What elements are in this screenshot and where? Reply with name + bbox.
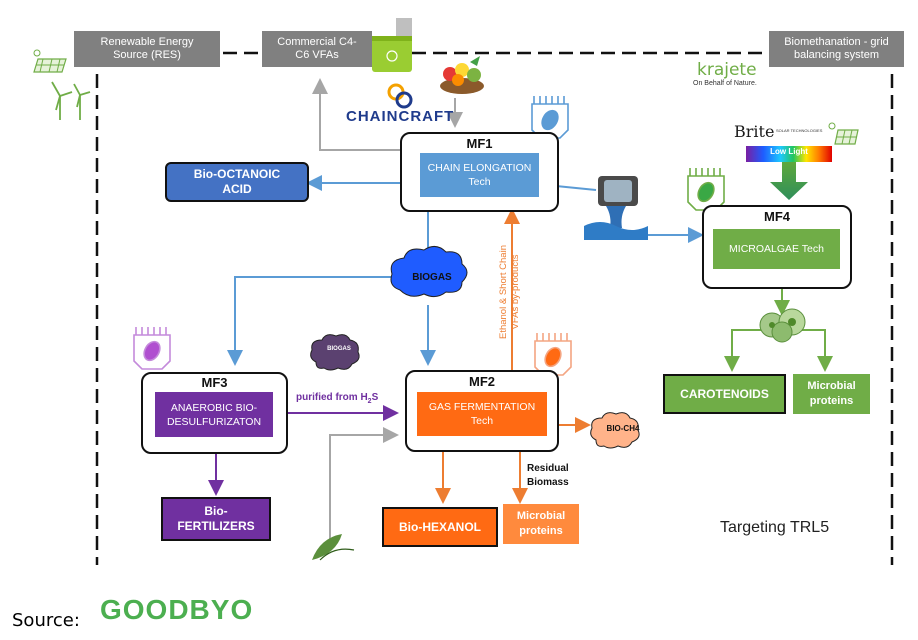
biogas-cloud-main (390, 246, 468, 298)
mf3-module: MF3 ANAEROBIC BIO- DESULFURIZATON (141, 372, 288, 454)
targeting-trl5-label: Targeting TRL5 (720, 519, 830, 536)
brite-sub: SOLAR TECHNOLOGIES (776, 128, 823, 133)
commercial-vfas-box: Commercial C4-C6 VFAs (262, 31, 372, 67)
purified-label: purified from H2S (296, 392, 378, 405)
mf1-tech-box: CHAIN ELONGATION Tech (420, 153, 539, 197)
bioreactor-icon-mf3 (133, 327, 171, 370)
mf1-tech-line1: CHAIN ELONGATION (427, 162, 532, 174)
purified-tail-text: S (371, 392, 379, 403)
mf4-module: MF4 MICROALGAE Tech (702, 205, 852, 289)
solar-panel-icon-right (828, 122, 859, 145)
bio-octanoic-line2: ACID (222, 182, 252, 196)
microbial-proteins-green-line2: proteins (809, 395, 854, 407)
mf2-tech-line2: Tech (470, 415, 494, 427)
renewable-energy-source-box: Renewable Energy Source (RES) (74, 31, 220, 67)
residual-line1: Residual (527, 463, 569, 474)
mf2-tech-line1: GAS FERMENTATION (428, 401, 536, 413)
mf2-module: MF2 GAS FERMENTATION Tech (405, 370, 559, 452)
chaincraft-logo-icon (387, 83, 413, 109)
krajete-logo: krajete (697, 60, 757, 80)
microalgae-icon (759, 308, 806, 343)
biogas-main-label: BIOGAS (412, 272, 452, 283)
storage-tank-icon (372, 18, 412, 72)
ethanol-line2: VFAs by-products (510, 254, 521, 330)
bio-hexanol-box: Bio-HEXANOL (382, 507, 498, 547)
bio-fertilizers-line1: Bio- (204, 504, 228, 518)
bio-octanoic-line1: Bio-OCTANOIC (193, 167, 281, 181)
renewable-energy-source-label: Renewable Energy Source (RES) (100, 36, 194, 61)
low-light-spectrum-bar (746, 146, 832, 162)
mf4-tech-box: MICROALGAE Tech (713, 229, 840, 269)
chaincraft-logo: CHAINCRAFT (346, 108, 455, 125)
microbial-proteins-green-box: Microbial proteins (793, 374, 870, 414)
microbial-proteins-orange-line1: Microbial (516, 510, 566, 522)
ethanol-vfas-label: Ethanol & Short Chain VFAs by-products (498, 227, 522, 357)
ethanol-line1: Ethanol & Short Chain (498, 245, 509, 340)
wind-turbine-icon (51, 81, 91, 120)
carotenoids-box: CAROTENOIDS (663, 374, 786, 414)
brite-logo: Brite (734, 122, 775, 141)
bio-octanoic-acid-box: Bio-OCTANOIC ACID (165, 162, 309, 202)
mf3-tech-line1: ANAEROBIC BIO- (170, 401, 258, 414)
solar-panel-icon (33, 49, 67, 73)
biomethanation-label: Biomethanation - grid balancing system (784, 36, 889, 61)
mf2-title: MF2 (469, 374, 495, 389)
goodbyo-logo: GOODBYO (100, 594, 254, 625)
carotenoids-label: CAROTENOIDS (680, 386, 769, 401)
bio-fertilizers-box: Bio- FERTILIZERS (161, 497, 271, 541)
low-light-label: Low Light (770, 147, 808, 156)
vegetables-icon (440, 56, 484, 94)
source-label: Source: (12, 610, 80, 631)
krajete-tagline: On Behalf of Nature. (693, 80, 757, 87)
mf3-title: MF3 (201, 375, 228, 390)
biomethanation-box: Biomethanation - grid balancing system (769, 31, 904, 67)
mf2-tech-box: GAS FERMENTATION Tech (417, 392, 547, 436)
mf1-module: MF1 CHAIN ELONGATION Tech (400, 132, 559, 212)
bio-ch4-cloud (590, 412, 640, 449)
purified-subscript: 2 (367, 398, 372, 405)
mf3-tech-box: ANAEROBIC BIO- DESULFURIZATON (155, 392, 273, 437)
light-down-arrow (770, 162, 808, 200)
residual-biomass-label: Residual Biomass (527, 462, 569, 490)
bioreactor-icon-mf1 (531, 96, 569, 139)
bio-hexanol-label: Bio-HEXANOL (399, 519, 481, 534)
bio-ch4-label: BIO-CH4 (606, 424, 640, 433)
bio-fertilizers-line2: FERTILIZERS (177, 519, 255, 533)
biogas-small-label: BIOGAS (327, 346, 351, 352)
commercial-vfas-label: Commercial C4-C6 VFAs (277, 36, 357, 61)
mf1-title: MF1 (466, 136, 493, 151)
microbial-proteins-orange-line2: proteins (519, 525, 563, 537)
biogas-cloud-small (310, 334, 360, 371)
mf3-tech-line2: DESULFURIZATON (166, 415, 262, 428)
mf4-tech-line1: MICROALGAE Tech (729, 243, 824, 255)
microbial-proteins-green-line1: Microbial (807, 380, 856, 392)
bioreactor-icon-mf4 (687, 168, 725, 211)
mf4-title: MF4 (764, 209, 790, 224)
microbial-proteins-orange-box: Microbial proteins (503, 504, 579, 544)
purified-from-text: purified from H (296, 392, 368, 403)
bioreactor-icon-mf2 (534, 333, 572, 376)
wastewater-pipe-icon (584, 176, 648, 240)
biomass-leaf-icon (312, 534, 355, 561)
residual-line2: Biomass (527, 477, 569, 488)
mf1-tech-line2: Tech (468, 176, 491, 188)
